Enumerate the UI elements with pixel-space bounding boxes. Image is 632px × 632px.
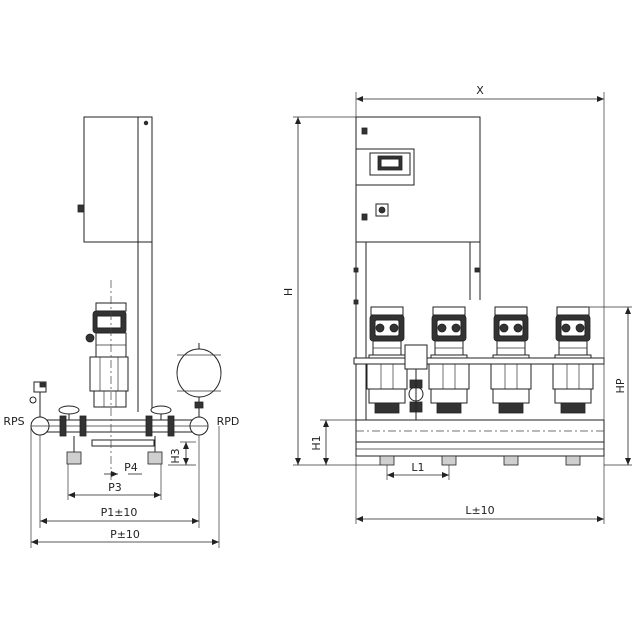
label-p3: P3 <box>108 481 122 494</box>
label-h: H <box>282 288 295 296</box>
label-hp: HP <box>614 378 627 393</box>
label-l1: L1 <box>411 461 424 474</box>
label-l: L±10 <box>465 504 494 517</box>
expansion-vessel <box>176 348 222 398</box>
label-rps: RPS <box>3 415 24 428</box>
label-x: X <box>476 84 484 97</box>
label-p: P±10 <box>110 528 140 541</box>
label-h3: H3 <box>169 448 182 463</box>
label-h1: H1 <box>310 435 323 450</box>
label-p4: P4 <box>124 461 138 474</box>
label-p1: P1±10 <box>101 506 138 519</box>
label-rpd: RPD <box>217 415 240 428</box>
front-view: X H H1 HP L1 L±10 <box>282 84 632 524</box>
control-cabinet-side <box>83 116 139 243</box>
side-view: H3 P4 P3 P1±10 P±10 RPS RPD <box>3 116 240 548</box>
